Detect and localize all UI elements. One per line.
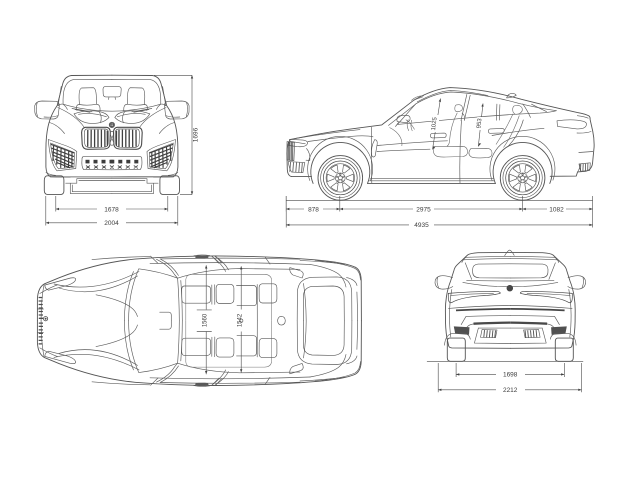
svg-text:953: 953 — [476, 117, 483, 128]
svg-text:4935: 4935 — [414, 222, 429, 229]
svg-text:2975: 2975 — [416, 206, 431, 213]
svg-text:1542: 1542 — [237, 313, 243, 327]
svg-text:1560: 1560 — [202, 313, 208, 327]
svg-text:1678: 1678 — [104, 206, 119, 213]
svg-text:878: 878 — [308, 206, 319, 213]
svg-text:1698: 1698 — [503, 372, 518, 379]
svg-text:1025: 1025 — [431, 116, 439, 131]
svg-text:1696: 1696 — [193, 127, 200, 142]
svg-text:2212: 2212 — [503, 387, 518, 394]
svg-text:2004: 2004 — [104, 220, 119, 227]
svg-text:1082: 1082 — [549, 206, 564, 213]
